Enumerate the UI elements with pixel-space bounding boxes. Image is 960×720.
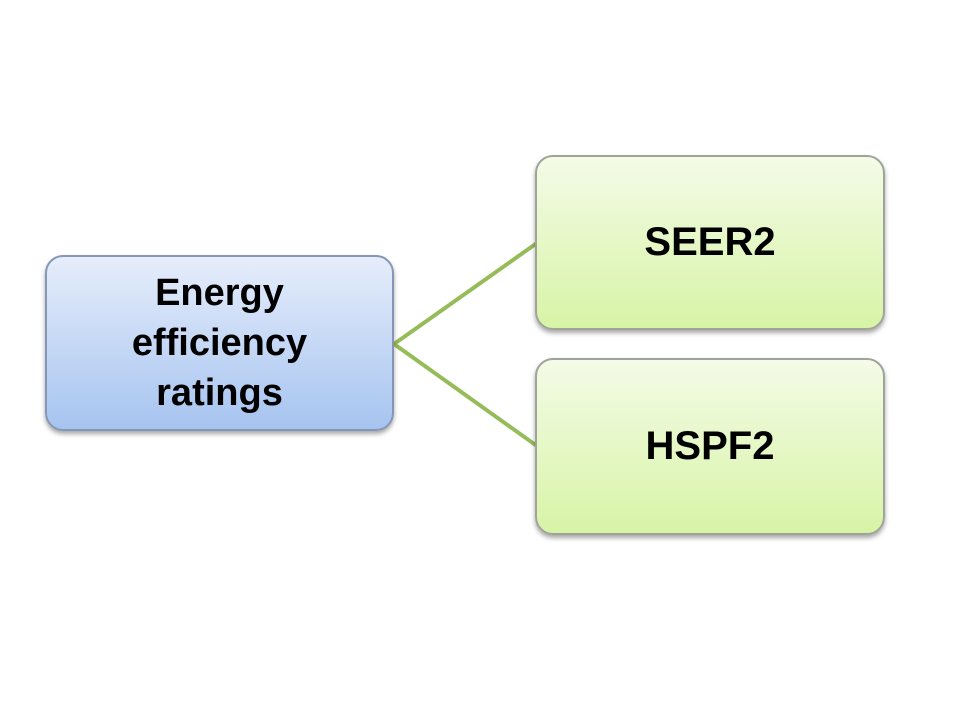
root-node-label: Energy efficiency ratings [131, 271, 308, 415]
child-node-hspf2: HSPF2 [535, 358, 885, 535]
child-node-seer2: SEER2 [535, 155, 885, 330]
child-node-hspf2-label: HSPF2 [645, 424, 775, 468]
child-node-seer2-label: SEER2 [644, 220, 776, 264]
root-node-energy-efficiency-ratings: Energy efficiency ratings [45, 255, 394, 431]
connector-root-to-seer2 [392, 241, 539, 346]
connector-root-to-hspf2 [392, 342, 539, 448]
